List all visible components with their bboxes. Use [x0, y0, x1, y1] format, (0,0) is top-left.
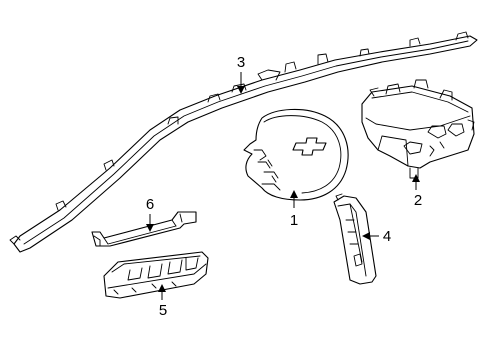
steering-wheel-airbag [243, 108, 349, 201]
sensor-module [333, 193, 377, 285]
callout-3: 3 [237, 54, 245, 71]
bracket [91, 211, 197, 247]
curtain-airbag [9, 31, 478, 253]
callout-4: 4 [383, 228, 391, 245]
leader-line-4 [362, 232, 379, 240]
callout-1: 1 [290, 212, 298, 229]
lower-module [103, 251, 209, 299]
leader-line-6 [146, 214, 154, 232]
callout-5: 5 [159, 302, 167, 319]
leader-line-1 [290, 190, 298, 208]
callout-2: 2 [414, 192, 422, 209]
leader-line-2 [412, 174, 420, 190]
callout-6: 6 [146, 196, 154, 213]
passenger-airbag [361, 79, 475, 179]
leader-line-5 [158, 284, 166, 300]
leader-line-3 [237, 72, 245, 94]
